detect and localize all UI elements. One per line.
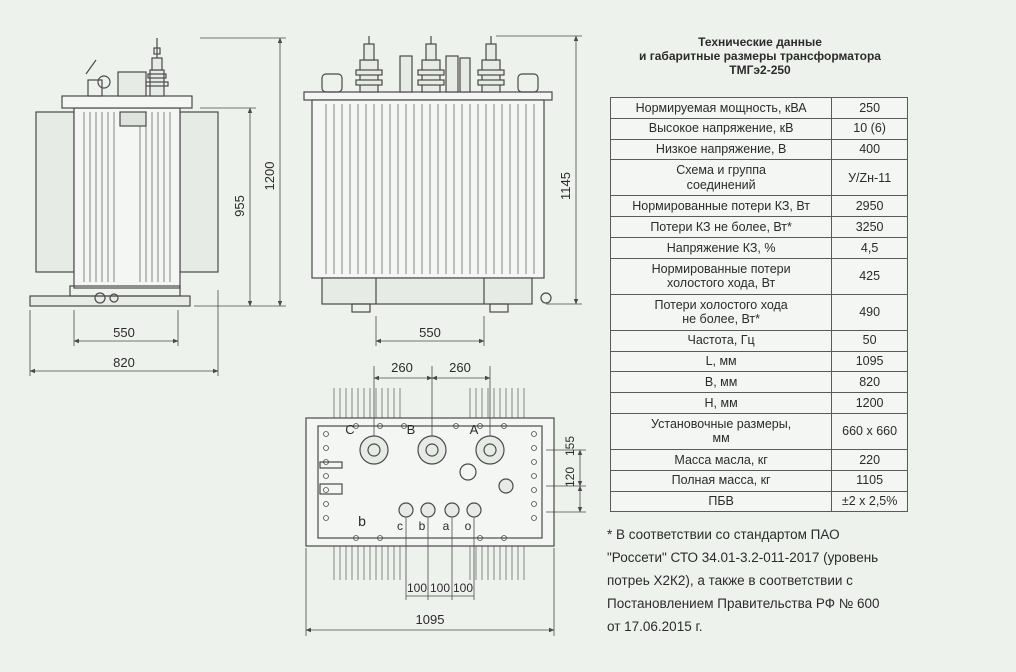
spec-value: 50 bbox=[831, 329, 908, 352]
spec-param: Напряжение КЗ, % bbox=[609, 236, 833, 259]
spec-value: 490 bbox=[831, 293, 908, 331]
lv-label-a: a bbox=[443, 519, 450, 533]
spec-value: 660 x 660 bbox=[831, 412, 908, 450]
spec-param: Полная масса, кг bbox=[609, 469, 833, 492]
front-dim-550: 550 bbox=[419, 325, 441, 340]
spec-value: 250 bbox=[831, 97, 908, 119]
spec-param: Низкое напряжение, В bbox=[609, 138, 833, 161]
spec-row: Потери КЗ не более, Вт*3250 bbox=[609, 216, 908, 238]
spec-value: 425 bbox=[831, 257, 908, 295]
lv-label-o: o bbox=[465, 519, 472, 533]
side-dim-955: 955 bbox=[232, 195, 247, 217]
spec-row: ПБВ±2 x 2,5% bbox=[609, 490, 908, 513]
spec-value: 820 bbox=[831, 371, 908, 394]
top-dim-100-3: 100 bbox=[453, 581, 473, 595]
top-dim-155: 155 bbox=[563, 436, 577, 456]
spec-param: Частота, Гц bbox=[609, 329, 833, 352]
top-dim-260-left: 260 bbox=[391, 360, 413, 375]
spec-param-line: Схема и группа bbox=[676, 163, 766, 178]
side-dim-550: 550 bbox=[113, 325, 135, 340]
spec-value: 2950 bbox=[831, 195, 908, 218]
footnote-line: потреь Х2К2), а также в соответствии с bbox=[607, 573, 853, 588]
spec-param-line: Установочные размеры, bbox=[651, 416, 792, 431]
top-dim-100-1: 100 bbox=[407, 581, 427, 595]
spec-param-line: соединений bbox=[686, 177, 756, 192]
spec-value: ±2 x 2,5% bbox=[831, 490, 908, 513]
spec-value: 4,5 bbox=[831, 236, 908, 259]
side-dim-1200: 1200 bbox=[262, 162, 277, 191]
spec-value: 1095 bbox=[831, 350, 908, 373]
top-dim-120: 120 bbox=[563, 467, 577, 487]
footnote-line: Постановлением Правительства РФ № 600 bbox=[607, 596, 880, 611]
side-view bbox=[29, 37, 286, 376]
spec-row: Напряжение КЗ, %4,5 bbox=[609, 236, 908, 259]
footnote-line: * В соответствии со стандартом ПАО bbox=[607, 527, 840, 542]
front-dim-1145: 1145 bbox=[558, 172, 573, 200]
spec-param: Нормированные потери КЗ, Вт bbox=[609, 195, 833, 218]
lv-label-b: b bbox=[419, 519, 426, 533]
spec-value: 1105 bbox=[831, 469, 908, 492]
spec-title-line3: ТМГэ2-250 bbox=[729, 63, 791, 77]
side-dim-820: 820 bbox=[113, 355, 135, 370]
spec-param-line: Нормированные потери bbox=[651, 261, 791, 276]
spec-param-line: Потери холостого хода bbox=[654, 297, 788, 312]
spec-param: B, мм bbox=[609, 371, 833, 394]
top-view bbox=[305, 366, 586, 636]
front-view bbox=[303, 35, 582, 346]
spec-param: Масса масла, кг bbox=[609, 448, 833, 471]
spec-param-line: мм bbox=[712, 431, 730, 446]
hv-label-b: B bbox=[407, 422, 416, 437]
spec-param: ПБВ bbox=[609, 490, 833, 513]
spec-param-line: не более, Вт* bbox=[682, 312, 761, 327]
spec-value: 3250 bbox=[831, 216, 908, 238]
spec-param: Высокое напряжение, кВ bbox=[609, 117, 833, 140]
top-dim-1095: 1095 bbox=[416, 612, 445, 627]
top-dim-100-2: 100 bbox=[430, 581, 450, 595]
spec-value: У/Zн-11 bbox=[831, 159, 908, 197]
spec-param: Установочные размеры,мм bbox=[609, 412, 833, 450]
footnote-line: от 17.06.2015 г. bbox=[607, 619, 703, 634]
spec-value: 220 bbox=[831, 448, 908, 471]
spec-title-line1: Технические данные bbox=[698, 35, 822, 49]
spec-value: 1200 bbox=[831, 392, 908, 414]
spec-title: Технические данные и габаритные размеры … bbox=[612, 35, 908, 77]
lv-label-c: c bbox=[397, 519, 403, 533]
spec-param: Нормируемая мощность, кВА bbox=[609, 97, 833, 119]
spec-value: 10 (6) bbox=[831, 117, 908, 140]
spec-title-line2: и габаритные размеры трансформатора bbox=[639, 49, 881, 63]
footnote-line: "Россети" СТО 34.01-3.2-011-2017 (уровен… bbox=[607, 550, 879, 565]
transformer-drawing: 550 820 955 1200 bbox=[29, 35, 586, 636]
spec-param: L, мм bbox=[609, 350, 833, 373]
ground-label: b bbox=[358, 513, 366, 529]
spec-param-line: холостого хода, Вт bbox=[666, 276, 776, 291]
spec-param: H, мм bbox=[609, 392, 833, 414]
top-dim-260-right: 260 bbox=[449, 360, 471, 375]
spec-value: 400 bbox=[831, 138, 908, 161]
hv-label-c: C bbox=[345, 422, 354, 437]
hv-label-a: A bbox=[470, 422, 479, 437]
footnote: * В соответствии со стандартом ПАО "Росс… bbox=[607, 523, 907, 638]
spec-param: Потери КЗ не более, Вт* bbox=[609, 216, 833, 238]
